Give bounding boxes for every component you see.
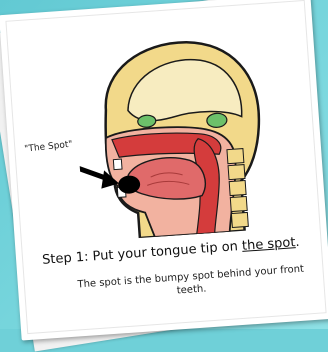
mouth-anatomy-illustration <box>71 28 284 241</box>
step-suffix: . <box>295 235 300 250</box>
worksheet-card: "The Spot" Step 1: Put your tongue tip o… <box>0 0 328 340</box>
upper-teeth <box>113 159 122 170</box>
